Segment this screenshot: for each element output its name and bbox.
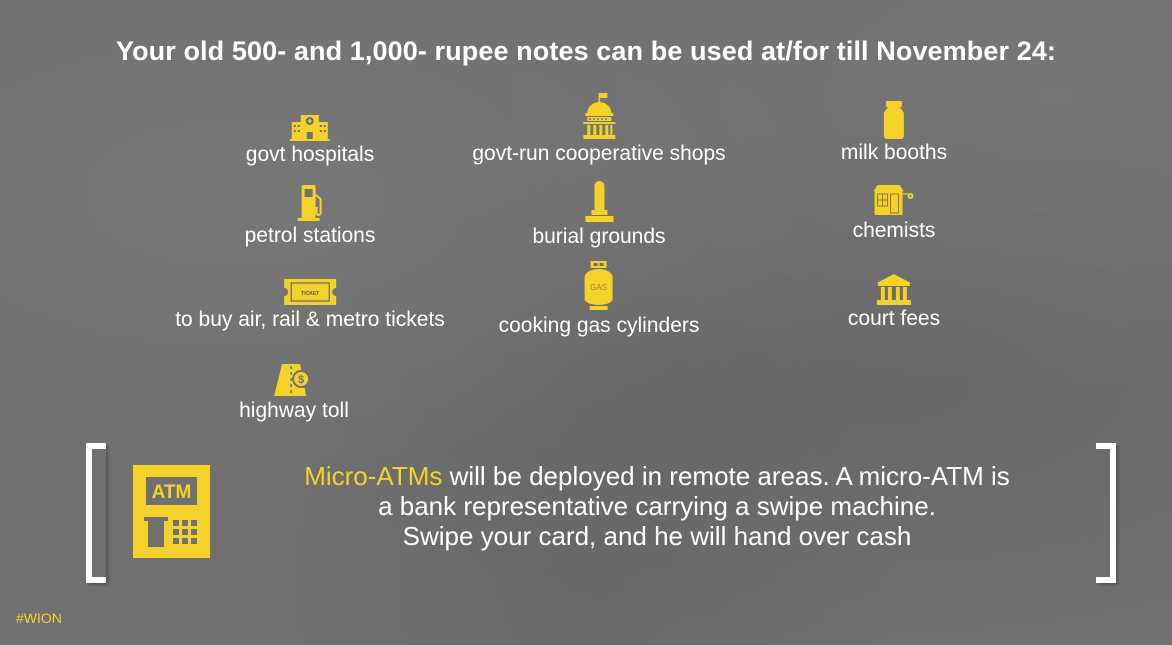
item-court-fees: court fees — [848, 272, 940, 331]
note-line-1: Micro-ATMs will be deployed in remote ar… — [232, 461, 1082, 491]
item-label: court fees — [847, 307, 941, 330]
headline: Your old 500- and 1,000- rupee notes can… — [115, 36, 1057, 66]
note-line-1-text: will be deployed in remote areas. A micr… — [442, 461, 1010, 491]
milk-can-icon — [884, 101, 904, 139]
svg-text:$: $ — [298, 374, 304, 386]
item-gas-cylinders: GAS cooking gas cylinders — [498, 259, 700, 338]
item-label: govt-run cooperative shops — [472, 142, 726, 165]
item-highway-toll: $ highway toll — [239, 362, 349, 423]
micro-atm-note: Micro-ATMs will be deployed in remote ar… — [232, 461, 1082, 551]
item-label: milk booths — [840, 141, 948, 164]
note-highlight: Micro-ATMs — [304, 461, 443, 491]
hashtag: #WION — [16, 610, 62, 626]
atm-icon: ATM — [133, 465, 210, 558]
item-chemists: chemists — [852, 182, 936, 243]
item-label: chemists — [852, 219, 936, 242]
item-tickets: TICKET to buy air, rail & metro tickets — [175, 277, 445, 332]
item-govt-hospitals: govt hospitals — [246, 112, 374, 167]
item-label: petrol stations — [244, 224, 376, 247]
note-line-3: Swipe your card, and he will hand over c… — [402, 521, 912, 551]
government-building-icon — [583, 93, 615, 139]
item-label: highway toll — [239, 399, 349, 422]
item-label: cooking gas cylinders — [498, 314, 700, 337]
item-label: burial grounds — [532, 225, 666, 248]
note-line-2: a bank representative carrying a swipe m… — [378, 491, 936, 521]
svg-text:TICKET: TICKET — [301, 291, 319, 297]
fuel-pump-icon — [298, 185, 322, 221]
item-label: to buy air, rail & metro tickets — [175, 308, 445, 331]
courthouse-icon — [877, 274, 911, 305]
svg-text:GAS: GAS — [591, 283, 608, 292]
item-burial-grounds: burial grounds — [532, 180, 666, 249]
hospital-icon — [289, 115, 330, 141]
monument-icon — [585, 181, 613, 222]
item-cooperative-shops: govt-run cooperative shops — [472, 89, 726, 166]
pharmacy-shop-icon — [873, 185, 914, 215]
toll-road-icon: $ — [273, 364, 310, 396]
right-bracket — [1096, 443, 1116, 583]
item-milk-booths: milk booths — [841, 100, 947, 165]
item-label: govt hospitals — [245, 143, 375, 166]
gas-cylinder-icon: GAS — [585, 261, 613, 310]
svg-text:ATM: ATM — [152, 482, 192, 503]
left-bracket — [86, 443, 106, 583]
item-petrol-stations: petrol stations — [244, 183, 376, 248]
ticket-icon: TICKET — [283, 279, 336, 305]
